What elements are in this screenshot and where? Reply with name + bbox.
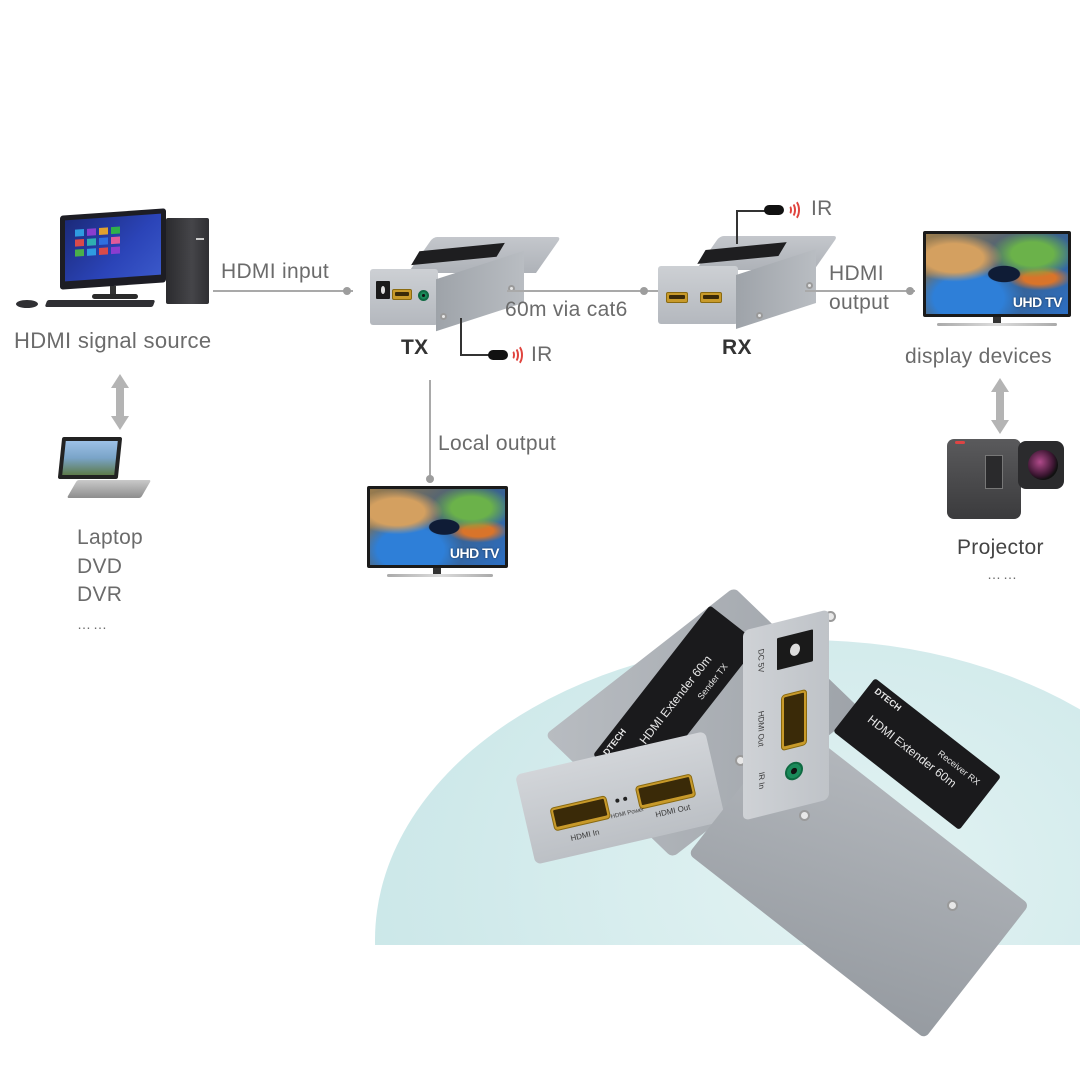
connector-end-dot xyxy=(343,287,351,295)
tx-ir-label: IR xyxy=(531,343,553,366)
list-item: …… xyxy=(77,615,109,632)
hdmi-output-connector xyxy=(805,290,915,292)
display-alt-item: Projector xyxy=(957,536,1044,559)
ir-receiver-plug-icon xyxy=(488,350,508,360)
ir-signal-icon xyxy=(509,344,525,366)
connector-end-dot xyxy=(426,475,434,483)
receiver-product-photo: DC 5V HDMI Out IR In DTECH HDMI Extender… xyxy=(688,600,1075,1039)
tx-label: TX xyxy=(401,336,429,359)
rx-unit-icon xyxy=(656,236,838,330)
connector-end-dot xyxy=(640,287,648,295)
list-item: DVD xyxy=(77,554,123,578)
hdmi-output-label-line2: output xyxy=(829,291,890,314)
cat6-label: 60m via cat6 xyxy=(505,298,628,321)
hdmi-input-label: HDMI input xyxy=(221,260,330,283)
ir-receiver-plug-icon xyxy=(764,205,784,215)
tv-badge: UHD TV xyxy=(1012,294,1063,310)
display-alt-item: …… xyxy=(987,566,1019,582)
hdmi-output-label-line1: HDMI xyxy=(829,262,884,285)
source-alternatives-list: Laptop DVD DVR …… xyxy=(77,524,143,638)
tv-badge: UHD TV xyxy=(449,545,500,561)
port-label: IR In xyxy=(756,771,766,791)
list-item: Laptop xyxy=(77,526,144,549)
local-output-connector xyxy=(429,380,431,480)
port-label: HDMI Power xyxy=(610,806,645,821)
rx-label: RX xyxy=(722,336,752,359)
cat6-connector xyxy=(507,290,659,292)
tx-ir-cable xyxy=(460,318,496,356)
list-item: DVR xyxy=(77,583,123,606)
rx-ir-label: IR xyxy=(811,197,833,220)
double-arrow-icon xyxy=(991,378,1009,434)
port-label: DC 5V xyxy=(756,647,766,674)
local-output-label: Local output xyxy=(438,432,557,455)
local-tv-icon: UHD TV xyxy=(367,486,508,582)
brand-logo: DTECH xyxy=(872,686,904,714)
connector-end-dot xyxy=(906,287,914,295)
display-devices-label: display devices xyxy=(905,345,1052,368)
source-label: HDMI signal source xyxy=(14,328,212,353)
ir-signal-icon xyxy=(786,199,802,221)
rx-ir-cable xyxy=(736,210,770,244)
display-tv-icon: UHD TV xyxy=(923,231,1071,333)
double-arrow-icon xyxy=(111,374,129,430)
port-label: HDMI In xyxy=(569,827,601,843)
tx-unit-icon xyxy=(368,237,562,332)
hdmi-input-connector xyxy=(213,290,353,292)
port-label: HDMI Out xyxy=(756,709,766,748)
